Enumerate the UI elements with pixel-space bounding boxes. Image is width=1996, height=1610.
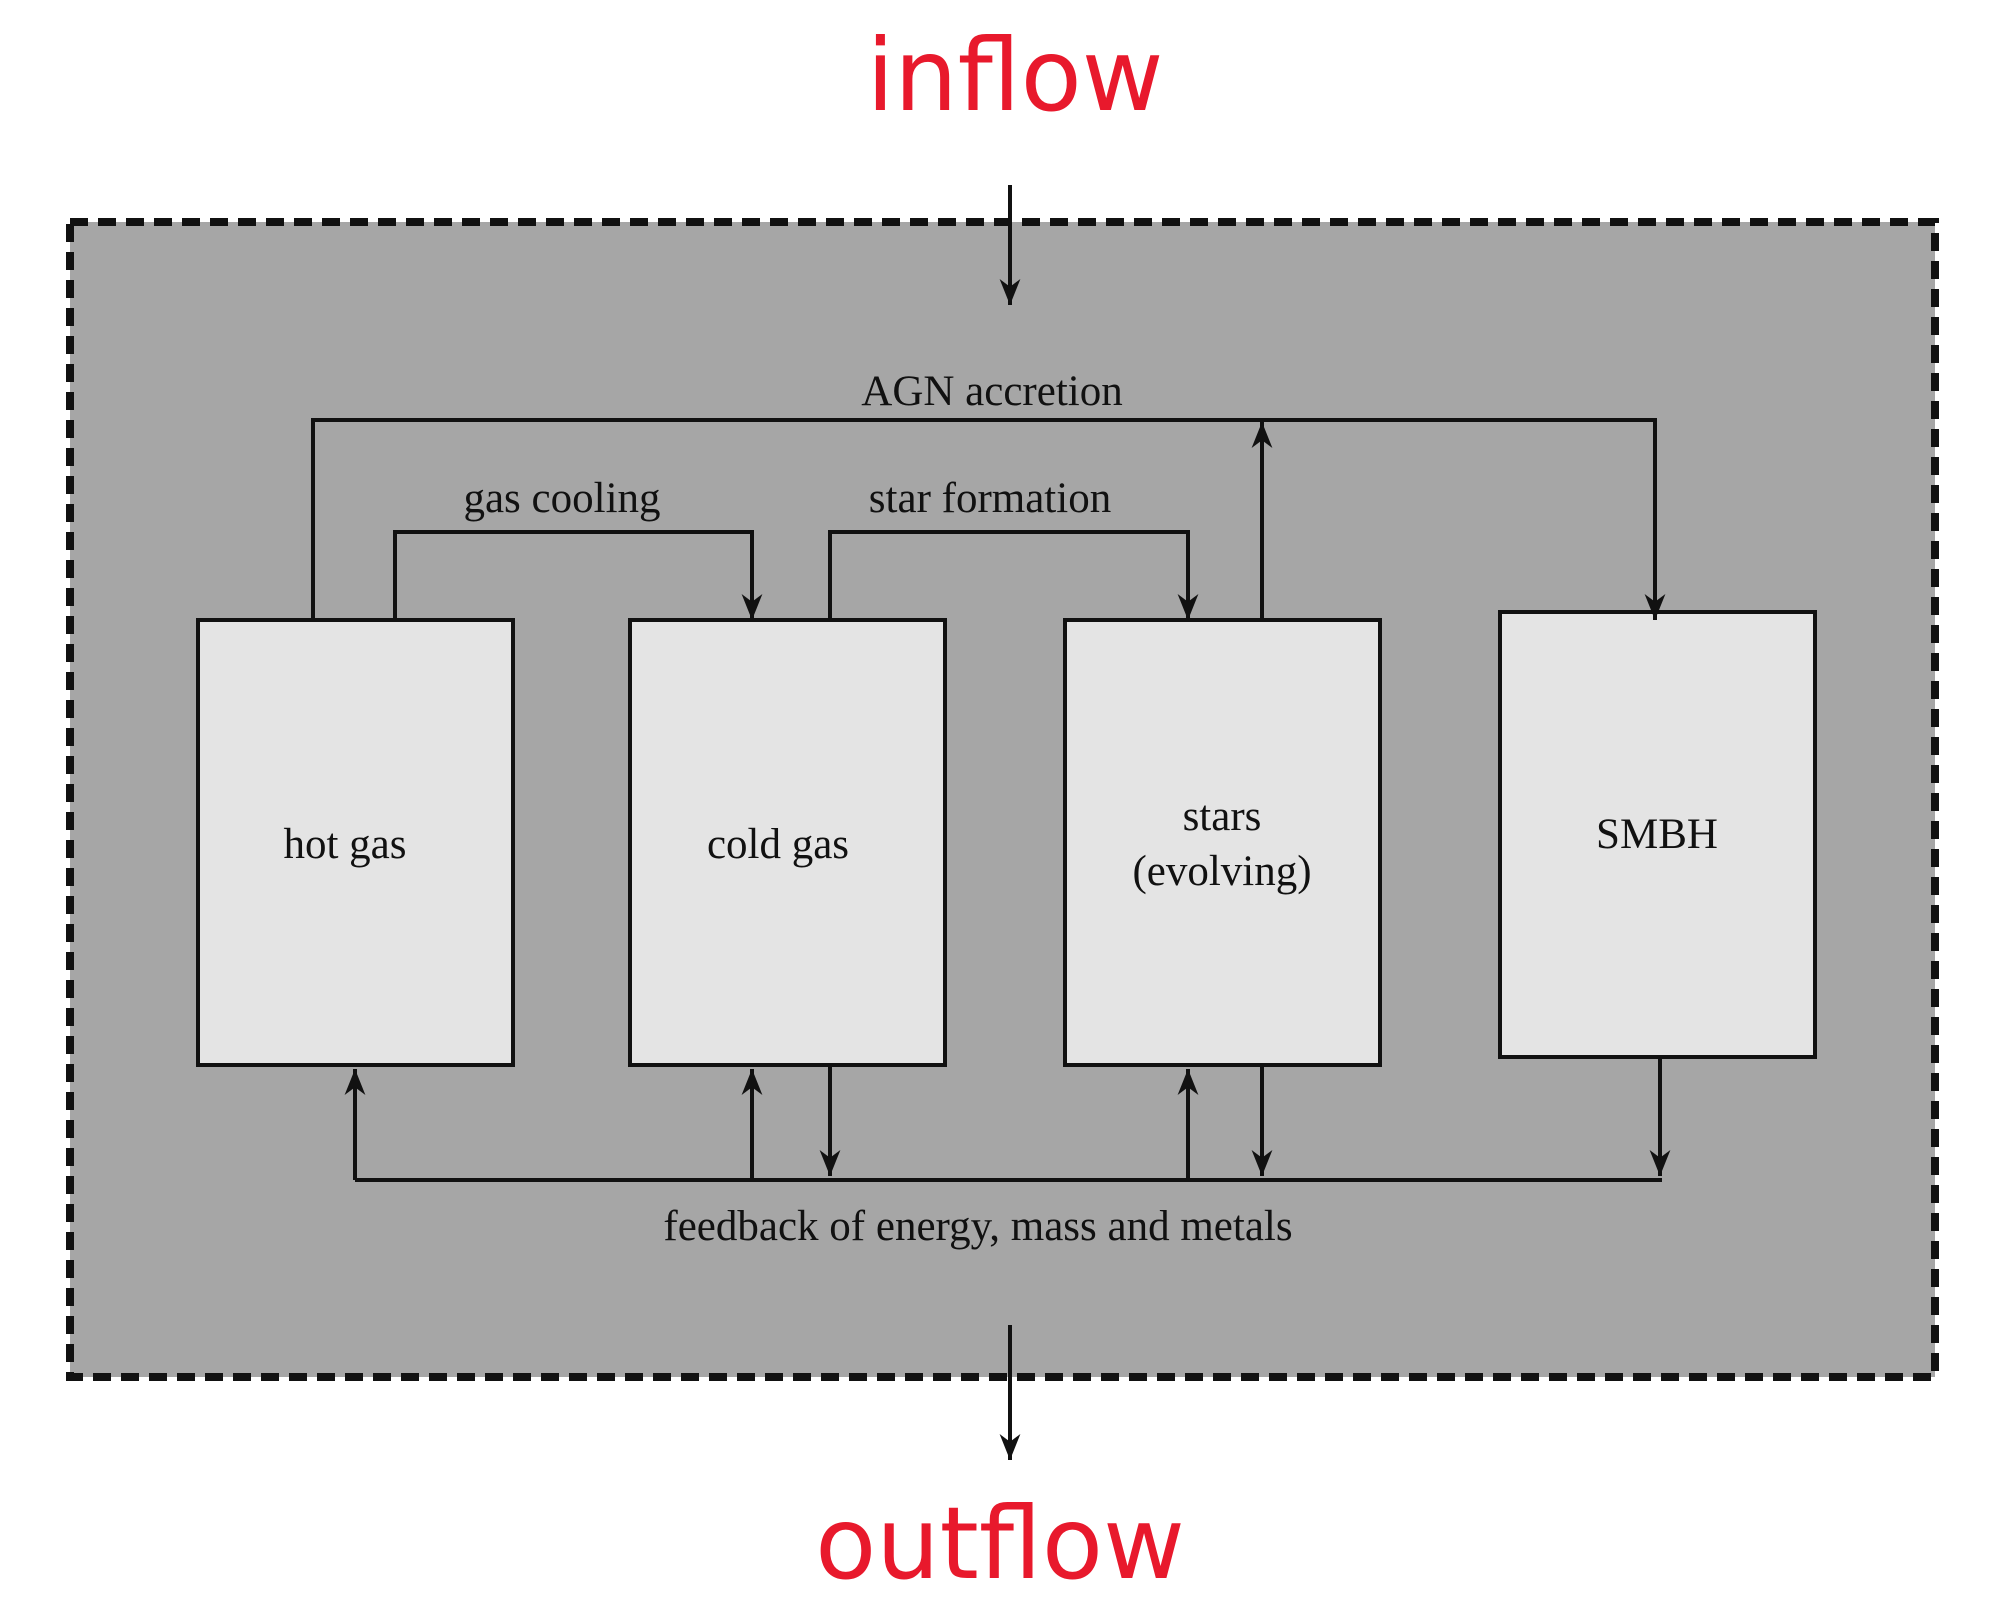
smbh-label: SMBH xyxy=(1596,811,1718,858)
gas-cooling-line xyxy=(393,530,763,620)
gas-cooling-label: gas cooling xyxy=(463,475,660,522)
smbh-box xyxy=(1498,610,1817,1059)
star-formation-line xyxy=(828,530,1199,620)
stars-box xyxy=(1063,618,1382,1067)
stars-label: stars xyxy=(1183,793,1262,840)
star-formation-label: star formation xyxy=(869,475,1111,522)
agn-accretion-line xyxy=(311,418,1666,620)
stars-evolving-label: (evolving) xyxy=(1132,848,1311,895)
inflow-label: inflow xyxy=(866,17,1163,134)
cold-gas-label: cold gas xyxy=(707,821,849,868)
hot-gas-label: hot gas xyxy=(283,821,406,868)
feedback-label: feedback of energy, mass and metals xyxy=(663,1203,1292,1250)
outflow-label: outflow xyxy=(815,1485,1185,1602)
hot-gas-box xyxy=(196,618,515,1067)
cold-gas-box xyxy=(628,618,947,1067)
agn-accretion-label: AGN accretion xyxy=(861,368,1122,415)
